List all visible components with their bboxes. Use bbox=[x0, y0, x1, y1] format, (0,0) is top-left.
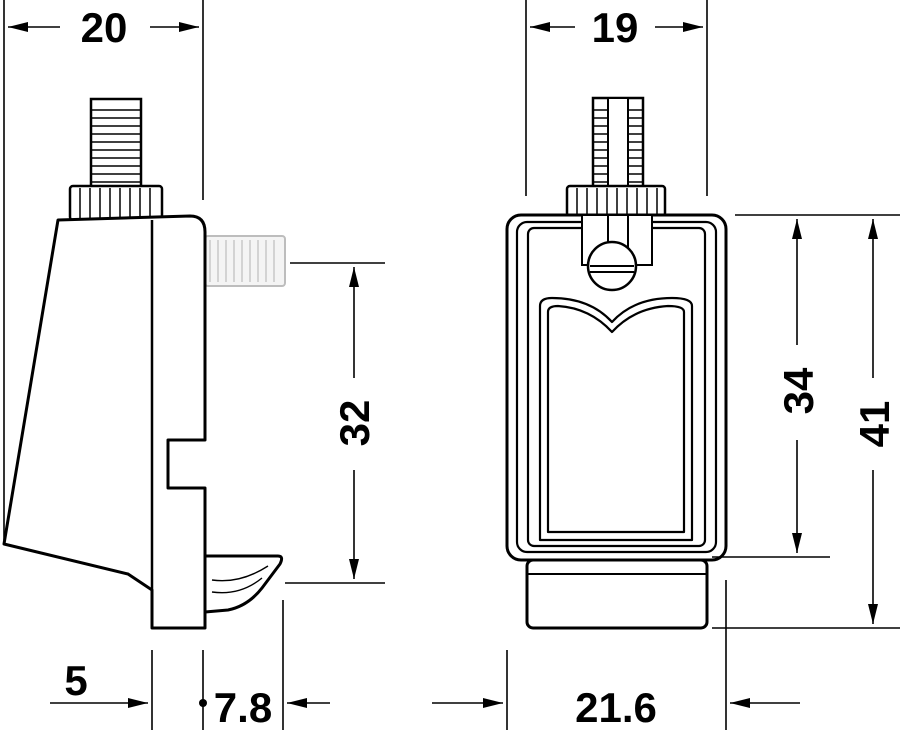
front-foot bbox=[525, 558, 709, 630]
dim-19: 19 bbox=[530, 4, 703, 51]
front-view bbox=[505, 0, 900, 730]
side-view bbox=[2, 0, 385, 730]
side-body bbox=[2, 214, 207, 630]
dim-20: 20 bbox=[8, 4, 199, 51]
dim-41-label: 41 bbox=[851, 401, 898, 448]
dim-7-8-label: 7.8 bbox=[214, 684, 272, 730]
dim-34: 34 bbox=[775, 219, 822, 553]
ghost-screw bbox=[204, 235, 286, 287]
dim-19-label: 19 bbox=[592, 4, 639, 51]
dim-21-6: 21.6 bbox=[432, 684, 800, 730]
side-hook bbox=[203, 554, 284, 614]
front-window bbox=[538, 296, 694, 542]
dim-34-label: 34 bbox=[775, 367, 822, 414]
front-knurled-nut bbox=[565, 184, 667, 218]
dim-7-8: 7.8 bbox=[199, 684, 330, 730]
dim-32: 32 bbox=[331, 267, 378, 579]
side-knurled-nut bbox=[68, 184, 164, 222]
side-threaded-stud bbox=[89, 97, 143, 191]
dim-5: 5 bbox=[50, 657, 148, 708]
dim-32-label: 32 bbox=[331, 400, 378, 447]
dim-20-label: 20 bbox=[81, 4, 128, 51]
dim-21-6-label: 21.6 bbox=[575, 684, 657, 730]
dim-5-label: 5 bbox=[64, 657, 87, 704]
dim-41: 41 bbox=[851, 219, 898, 624]
